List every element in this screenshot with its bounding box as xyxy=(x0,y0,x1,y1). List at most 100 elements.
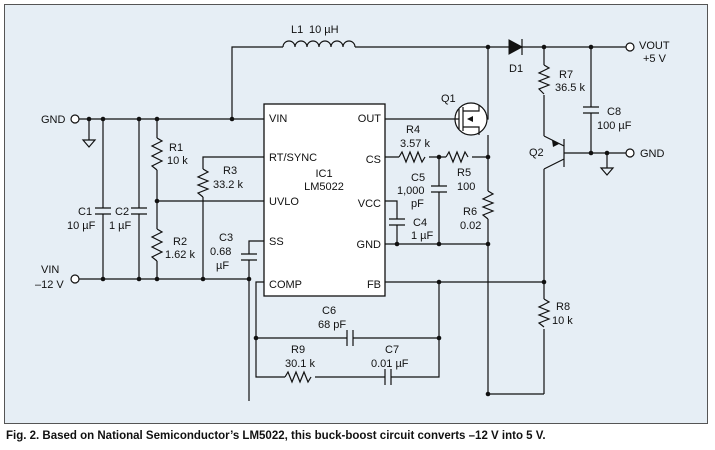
pin-vin: VIN xyxy=(269,113,287,125)
c1-ref: C1 xyxy=(78,206,92,218)
r2-ref: R2 xyxy=(173,236,187,248)
r3-ref: R3 xyxy=(223,165,237,177)
junction-dot xyxy=(485,391,491,397)
r1-ref: R1 xyxy=(169,142,183,154)
c5-ref: C5 xyxy=(411,172,425,184)
wire-l1-left xyxy=(231,46,283,119)
resistor-r4 xyxy=(398,150,426,164)
ic1-part: LM5022 xyxy=(304,181,344,193)
vin-value: –12 V xyxy=(35,279,64,291)
c7-ref: C7 xyxy=(385,344,399,356)
gnd-left-label: GND xyxy=(41,114,66,126)
schematic-diagram: IC1 LM5022 VIN RT/SYNC UVLO SS COMP OUT … xyxy=(35,24,670,401)
junction-dot xyxy=(86,116,92,122)
c8-value: 100 µF xyxy=(597,120,632,132)
c5-value-1: 1,000 xyxy=(397,185,425,197)
transistor-q2 xyxy=(543,135,626,170)
r5-ref: R5 xyxy=(457,167,471,179)
pin-vcc: VCC xyxy=(358,198,381,210)
c3-ref: C3 xyxy=(219,232,233,244)
junction-dot xyxy=(541,279,547,285)
gnd-left-terminal xyxy=(70,114,80,124)
d1-ref: D1 xyxy=(509,63,523,75)
gnd-right-terminal xyxy=(625,148,635,158)
pin-fb: FB xyxy=(367,279,381,291)
pin-comp: COMP xyxy=(269,279,302,291)
junction-dot xyxy=(588,44,594,50)
c3-value-2: µF xyxy=(216,260,229,272)
r3-value: 33.2 k xyxy=(213,179,243,191)
r1-value: 10 k xyxy=(167,155,188,167)
ic1-body xyxy=(263,103,386,297)
l1-value: 10 µH xyxy=(309,24,339,36)
capacitor-c4 xyxy=(389,218,405,226)
capacitor-c3 xyxy=(241,253,257,261)
resistor-r2 xyxy=(150,228,164,262)
ground-symbol-left xyxy=(81,119,97,148)
junction-dot xyxy=(485,154,491,160)
figure-frame: IC1 LM5022 VIN RT/SYNC UVLO SS COMP OUT … xyxy=(4,4,708,424)
pin-out: OUT xyxy=(358,113,382,125)
junction-dot xyxy=(541,44,547,50)
junction-dot xyxy=(100,116,106,122)
junction-dot xyxy=(436,241,442,247)
resistor-r8 xyxy=(537,298,551,328)
capacitor-c2 xyxy=(131,207,147,215)
r6-ref: R6 xyxy=(463,206,477,218)
junction-dot xyxy=(154,198,160,204)
capacitor-c7 xyxy=(384,369,392,385)
inductor-l1 xyxy=(282,40,356,48)
c2-value: 1 µF xyxy=(109,220,132,232)
junction-dot xyxy=(436,279,442,285)
r8-value: 10 k xyxy=(552,315,573,327)
q1-ref: Q1 xyxy=(441,93,456,105)
junction-dot xyxy=(100,276,106,282)
r9-value: 30.1 k xyxy=(285,358,315,370)
resistor-r1 xyxy=(150,137,164,171)
c1-value: 10 µF xyxy=(67,220,96,232)
vout-value: +5 V xyxy=(643,53,667,65)
junction-dot xyxy=(136,116,142,122)
resistor-r7 xyxy=(537,64,551,95)
wire-r3 xyxy=(202,156,264,279)
r4-value: 3.57 k xyxy=(400,138,430,150)
wire-c3 xyxy=(248,240,264,401)
resistor-r9 xyxy=(284,370,312,384)
l1-ref: L1 xyxy=(291,24,303,36)
junction-dot xyxy=(154,276,160,282)
capacitor-c8 xyxy=(583,106,599,114)
c2-ref: C2 xyxy=(115,206,129,218)
c4-ref: C4 xyxy=(413,217,427,229)
capacitor-c5 xyxy=(431,185,447,193)
gnd-right-label: GND xyxy=(640,148,665,160)
r6-value: 0.02 xyxy=(460,220,481,232)
c7-value: 0.01 µF xyxy=(371,358,409,370)
r8-ref: R8 xyxy=(556,301,570,313)
vout-terminal xyxy=(625,42,635,52)
vout-label: VOUT xyxy=(639,40,670,52)
c8-ref: C8 xyxy=(607,106,621,118)
r2-value: 1.62 k xyxy=(165,249,195,261)
ic1-ref: IC1 xyxy=(315,168,332,180)
resistor-r3 xyxy=(196,168,210,198)
c5-value-2: pF xyxy=(411,198,424,210)
figure-caption: Fig. 2. Based on National Semiconductor’… xyxy=(6,430,546,442)
pin-ss: SS xyxy=(269,236,284,248)
junction-dot xyxy=(436,335,442,341)
c3-value-1: 0.68 xyxy=(210,246,231,258)
r4-ref: R4 xyxy=(406,124,420,136)
capacitor-c6 xyxy=(346,330,354,346)
junction-dot xyxy=(200,276,206,282)
junction-dot xyxy=(485,241,491,247)
junction-dot xyxy=(136,276,142,282)
junction-dot xyxy=(246,276,252,282)
junction-dot xyxy=(253,335,259,341)
pin-rt-sync: RT/SYNC xyxy=(269,152,317,164)
q2-ref: Q2 xyxy=(529,147,544,159)
resistor-r5 xyxy=(445,150,469,164)
r5-value: 100 xyxy=(457,181,475,193)
junction-dot xyxy=(588,150,594,156)
pin-gnd: GND xyxy=(357,239,382,251)
resistor-r6 xyxy=(481,190,495,220)
junction-dot xyxy=(154,116,160,122)
